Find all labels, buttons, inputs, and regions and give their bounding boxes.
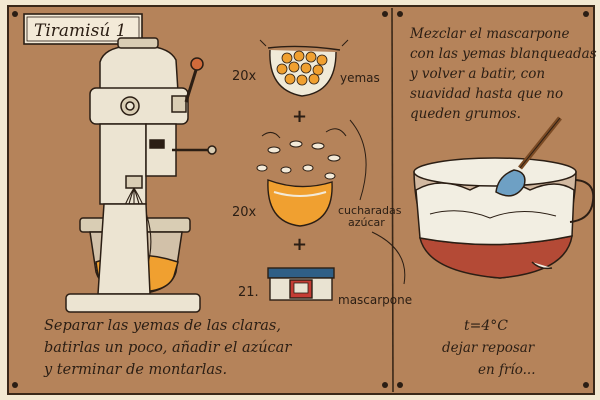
pin-icon — [12, 382, 18, 388]
pin-icon — [583, 11, 589, 17]
instruction-line: batirlas un poco, añadir el azúcar — [44, 340, 292, 356]
mascarpone-tub — [267, 267, 335, 301]
qty-mascarpone: 21. — [238, 285, 259, 300]
instruction-line: Mezclar el mascarpone — [409, 26, 570, 42]
chill-line-1: dejar reposar — [442, 340, 536, 356]
bowl-rim — [413, 157, 577, 187]
instruction-line: con las yemas blanqueadas — [410, 46, 597, 62]
instruction-line: Separar las yemas de las claras, — [44, 318, 281, 334]
mixer-head — [99, 45, 179, 93]
pin-icon — [382, 382, 388, 388]
spoons-icon — [256, 140, 341, 180]
mixer-lever — [184, 69, 198, 103]
mascarpone-cream — [415, 181, 575, 246]
egg-yolks — [276, 50, 328, 86]
arrow-icon — [349, 119, 367, 201]
label-mascarpone: mascarpone — [338, 293, 412, 307]
mixer-column — [99, 123, 147, 205]
mixer-base — [65, 293, 201, 313]
bowl-handle — [569, 179, 595, 223]
pins — [12, 11, 589, 388]
plus-sign: + — [292, 234, 307, 255]
arrow-icon — [371, 231, 406, 285]
spatula-head — [495, 169, 526, 197]
chill-note: t=4°C dejar reposar en frío... — [442, 318, 536, 378]
instruction-line: queden grumos. — [410, 106, 521, 122]
panel-divider — [391, 7, 394, 393]
label-sugar-1: cucharadas — [338, 204, 402, 217]
label-eggs: yemas — [340, 71, 380, 85]
instruction-line: y terminar de montarlas. — [43, 362, 227, 378]
pin-icon — [583, 382, 589, 388]
title-tag: Tiramisú 1 — [23, 13, 143, 45]
tub-lid — [267, 267, 335, 279]
bowl-icon — [267, 179, 333, 227]
sugar-bowl — [256, 128, 347, 227]
page-title: Tiramisú 1 — [34, 21, 127, 41]
pin-icon — [382, 11, 388, 17]
stand-mixer — [65, 37, 217, 313]
cream-bowl — [413, 116, 595, 279]
pin-icon — [12, 11, 18, 17]
label-sugar-2: azúcar — [348, 216, 385, 229]
yolk-bowl — [259, 39, 349, 97]
qty-sugar: 20x — [232, 205, 257, 220]
instructions-left: Separar las yemas de las claras, batirla… — [43, 318, 292, 378]
chill-line-2: en frío... — [478, 362, 536, 378]
instruction-line: y volver a batir, con — [409, 66, 545, 82]
pin-icon — [397, 382, 403, 388]
lever-knob-icon — [190, 57, 204, 71]
pin-icon — [397, 11, 403, 17]
instruction-line: suavidad hasta que no — [410, 86, 563, 102]
temperature: t=4°C — [464, 318, 508, 334]
plus-sign: + — [292, 106, 307, 127]
instructions-right: Mezclar el mascarpone con las yemas blan… — [409, 26, 597, 122]
qty-eggs: 20x — [232, 69, 257, 84]
